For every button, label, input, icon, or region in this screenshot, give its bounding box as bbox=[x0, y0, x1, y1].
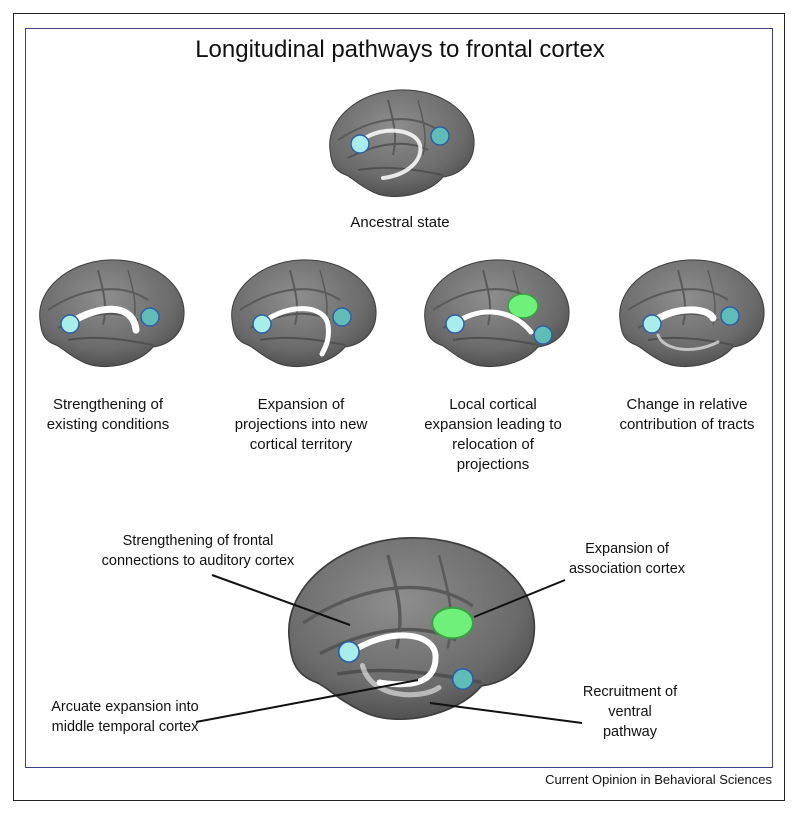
association-expansion bbox=[431, 606, 475, 640]
frontal-node bbox=[445, 314, 465, 334]
brain-human bbox=[287, 536, 537, 721]
callout-ventral bbox=[429, 702, 583, 724]
temporal-node bbox=[451, 668, 474, 691]
frontal-node bbox=[60, 314, 80, 334]
brain-strengthening bbox=[38, 258, 186, 368]
brain-local-expansion bbox=[423, 258, 571, 368]
frontal-node bbox=[642, 314, 662, 334]
label-ventral: Recruitment of ventral pathway bbox=[582, 684, 678, 740]
brain-expansion-projections bbox=[230, 258, 378, 368]
caption-strengthening: Strengthening of existing conditions bbox=[46, 396, 170, 433]
temporal-node bbox=[430, 126, 450, 146]
label-arcuate: Arcuate expansion into middle temporal c… bbox=[51, 699, 199, 735]
caption-expansion-projections: Expansion of projections into new cortic… bbox=[234, 396, 368, 453]
temporal-node bbox=[140, 307, 160, 327]
outer-frame bbox=[13, 13, 785, 801]
pathway-ventral bbox=[359, 662, 442, 698]
frontal-node bbox=[252, 314, 272, 334]
caption-tract-contribution: Change in relative contribution of tract… bbox=[619, 396, 755, 433]
frontal-node bbox=[337, 640, 360, 663]
pathway-ancestral bbox=[358, 128, 423, 180]
temporal-node bbox=[533, 325, 553, 345]
pathway-relocated bbox=[452, 309, 534, 335]
temporal-node bbox=[720, 306, 740, 326]
label-frontal-auditory: Strengthening of frontal connections to … bbox=[101, 533, 295, 569]
brain-ancestral bbox=[328, 88, 476, 198]
pathway-strengthened bbox=[66, 305, 140, 334]
association-expansion bbox=[507, 293, 539, 319]
label-association: Expansion of association cortex bbox=[568, 541, 686, 577]
figure-title: Longitudinal pathways to frontal cortex bbox=[195, 36, 605, 63]
temporal-node bbox=[332, 307, 352, 327]
pathway-arcuate bbox=[345, 632, 439, 688]
callout-arcuate bbox=[195, 679, 419, 723]
caption-local-expansion: Local cortical expansion leading to relo… bbox=[424, 396, 562, 473]
caption-ancestral: Ancestral state bbox=[350, 214, 450, 231]
brain-tract-contribution bbox=[618, 258, 766, 368]
pathway-expanded bbox=[259, 306, 331, 357]
frontal-node bbox=[350, 134, 370, 154]
journal-footer: Current Opinion in Behavioral Sciences bbox=[545, 772, 772, 787]
pathway-ventral bbox=[656, 333, 720, 351]
inner-frame bbox=[25, 28, 773, 768]
callout-frontal-auditory bbox=[211, 574, 351, 626]
callout-association bbox=[473, 579, 566, 618]
